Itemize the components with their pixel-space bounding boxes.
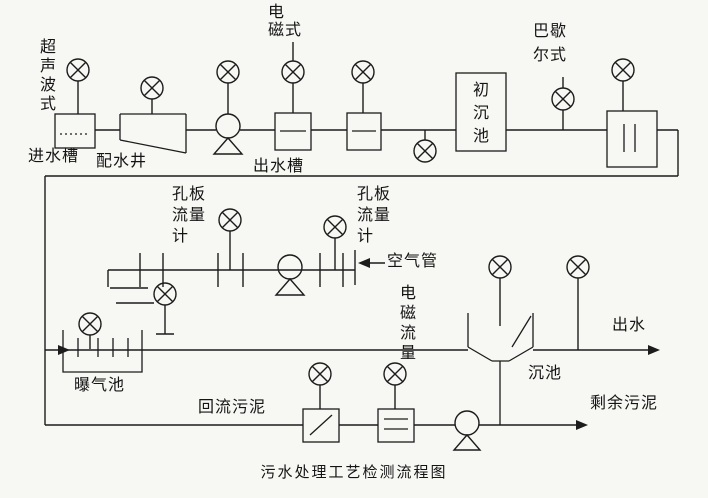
instrument-sed-tank-1 xyxy=(488,255,512,326)
air-blower-pump xyxy=(274,254,306,296)
label-outlet-channel: 出水槽 xyxy=(253,158,305,175)
meter-box-1 xyxy=(274,112,312,151)
instrument-sludge-valve xyxy=(308,362,332,409)
arrow-into-aeration xyxy=(58,345,70,355)
parshall-flume-box xyxy=(606,110,658,168)
label-ultrasonic: 超 声 波 式 xyxy=(40,39,58,113)
label-air-pipe: 空气管 xyxy=(387,253,439,270)
instrument-pump-top xyxy=(216,60,240,114)
air-pipe-line xyxy=(107,250,356,304)
instrument-em-flowmeter xyxy=(383,362,407,409)
distribution-well-shape xyxy=(119,113,187,154)
sludge-meter-box xyxy=(377,408,415,443)
instrument-ultrasonic xyxy=(66,58,90,114)
label-orifice-meter-right: 孔板 流量 计 xyxy=(357,186,392,245)
instrument-meter-2 xyxy=(351,60,375,113)
instrument-aeration-probe xyxy=(153,282,177,335)
instrument-orifice-left xyxy=(218,208,242,270)
instrument-parshall xyxy=(551,77,575,130)
label-parshall: 巴歇 尔式 xyxy=(533,23,568,64)
instrument-sed-tank-2 xyxy=(566,255,590,350)
label-inlet-channel: 进水槽 xyxy=(28,148,80,165)
air-flow-arrow xyxy=(358,258,385,268)
label-sedimentation-tank: 沉池 xyxy=(528,365,563,382)
primary-sedimentation-tank-box xyxy=(455,72,507,152)
pump-top xyxy=(212,113,244,155)
instrument-flume-box xyxy=(611,58,635,111)
instrument-electromagnetic xyxy=(281,42,305,113)
instrument-before-primary-tank xyxy=(413,130,437,163)
label-return-sludge: 回流污泥 xyxy=(198,399,267,416)
label-em-flow: 电 磁 流 量 xyxy=(400,285,418,362)
sedimentation-tank-shape xyxy=(467,313,534,425)
sludge-valve-box xyxy=(302,408,340,443)
diagram-caption: 污水处理工艺检测流程图 xyxy=(260,464,448,481)
label-primary-tank: 初 沉 池 xyxy=(473,82,491,145)
label-orifice-meter-left: 孔板 流量 计 xyxy=(172,186,207,245)
instrument-aeration-tank xyxy=(78,312,102,349)
label-excess-sludge: 剩余污泥 xyxy=(590,395,659,412)
sludge-pump xyxy=(452,410,482,451)
aeration-tank-shape xyxy=(62,330,143,373)
pipe-wraparound xyxy=(44,130,679,425)
label-effluent: 出水 xyxy=(612,317,647,334)
meter-box-2 xyxy=(346,112,382,151)
inlet-channel-box xyxy=(54,113,96,149)
label-distribution-well: 配水井 xyxy=(96,153,148,170)
label-electromagnetic-type: 电 磁式 xyxy=(268,4,303,39)
arrow-effluent xyxy=(648,345,660,355)
instrument-orifice-right xyxy=(323,215,347,270)
label-aeration-tank: 曝气池 xyxy=(74,377,126,394)
instrument-distribution-well xyxy=(140,76,164,114)
arrow-excess-sludge xyxy=(576,420,588,430)
